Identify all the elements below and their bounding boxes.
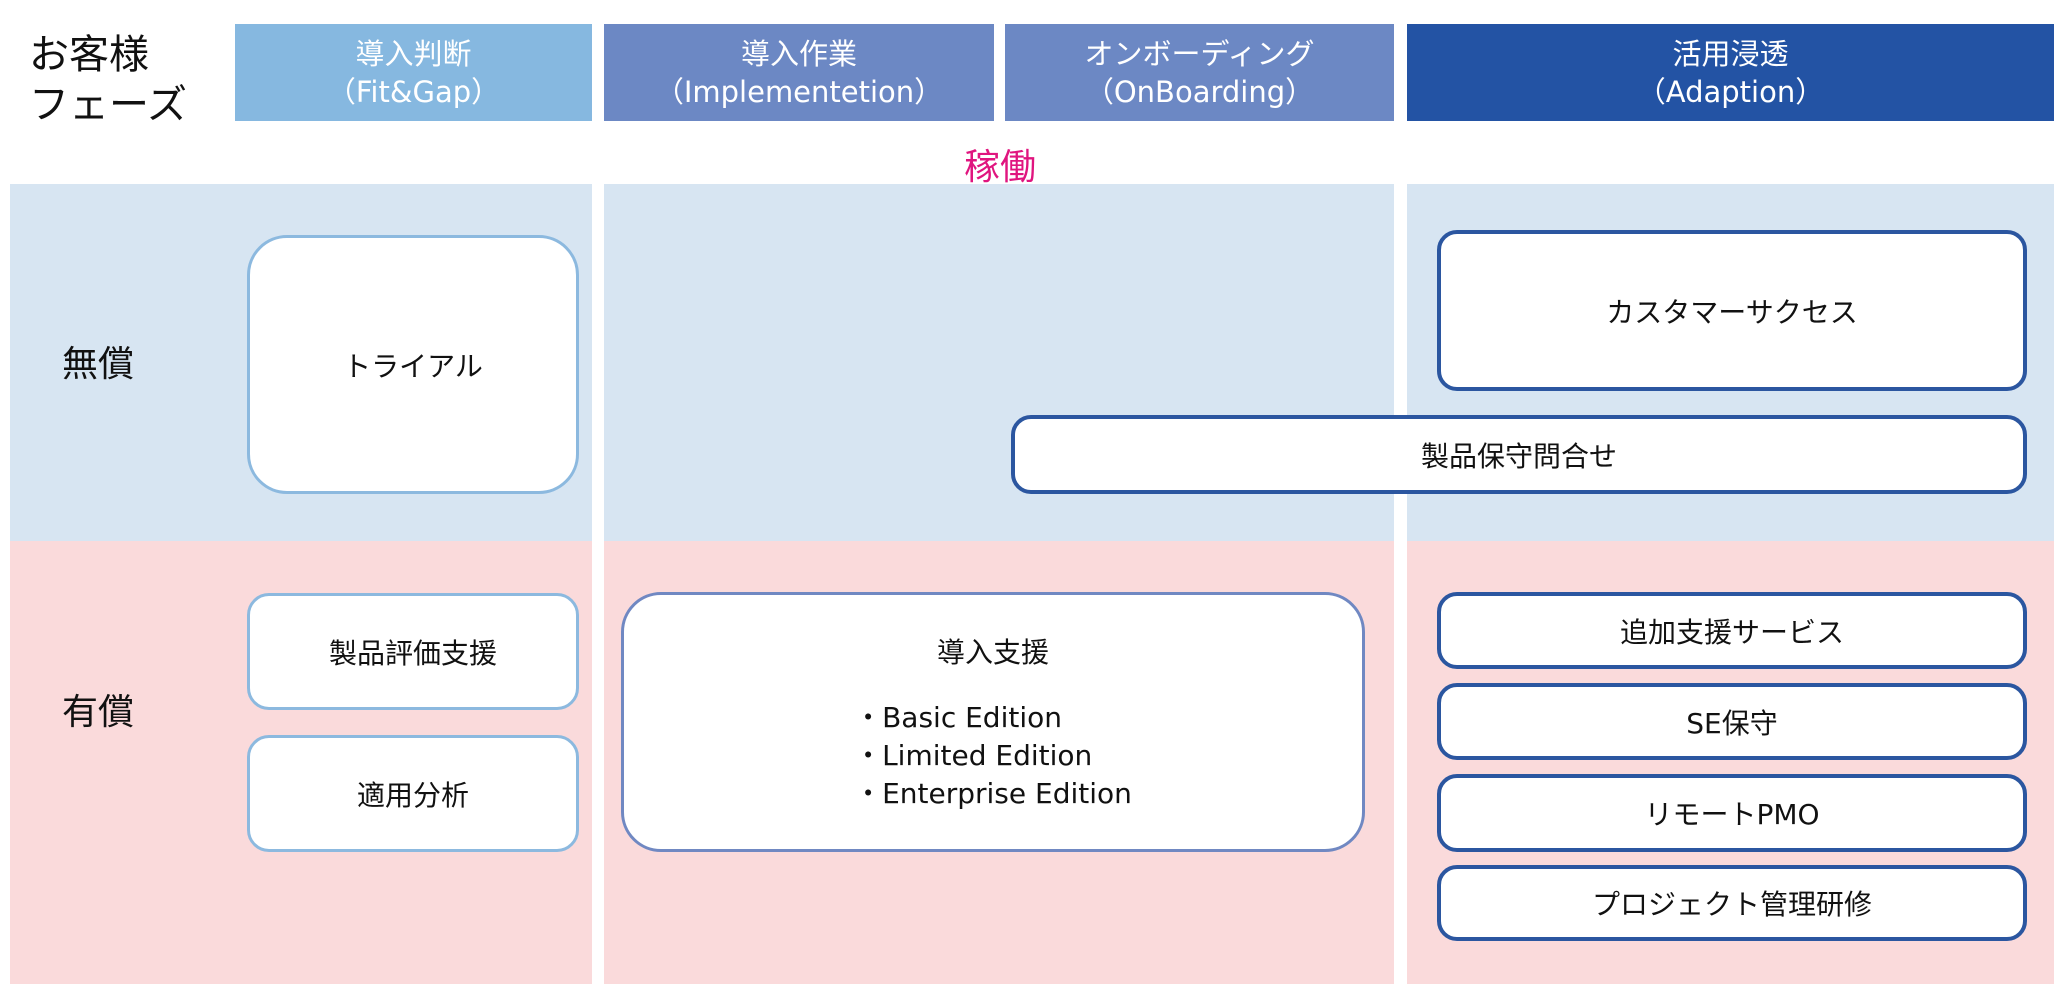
implementation-support-box: 導入支援 ・Basic Edition ・Limited Edition ・En…: [621, 592, 1365, 852]
implementation-title: 導入支援: [936, 636, 1049, 669]
product-support-box: 製品保守問合せ: [1011, 415, 2027, 494]
phase-title: 導入判断: [355, 36, 472, 71]
se-maintenance-box: SE保守: [1437, 683, 2027, 760]
trial-box: トライアル: [247, 235, 579, 494]
phase-label-line: フェーズ: [29, 82, 187, 128]
edition-list: ・Basic Edition ・Limited Edition ・Enterpr…: [854, 699, 1132, 813]
phase-header-implementation: 導入作業 （Implementetion）: [604, 24, 994, 121]
product-evaluation-box: 製品評価支援: [247, 593, 579, 710]
go-live-milestone: 稼働: [963, 147, 1036, 188]
row-label-free: 無償: [62, 344, 135, 385]
pm-training-box: プロジェクト管理研修: [1437, 865, 2027, 941]
phase-title: 導入作業: [740, 36, 857, 71]
edition-item: ・Limited Edition: [854, 739, 1093, 772]
applicability-analysis-box: 適用分析: [247, 735, 579, 852]
customer-phase-label: お客様 フェーズ: [29, 30, 187, 130]
edition-item: ・Basic Edition: [854, 701, 1062, 734]
remote-pmo-box: リモートPMO: [1437, 774, 2027, 852]
edition-item: ・Enterprise Edition: [854, 777, 1132, 810]
additional-support-box: 追加支援サービス: [1437, 592, 2027, 669]
phase-header-onboarding: オンボーディング （OnBoarding）: [1005, 24, 1394, 121]
phase-header-adaption: 活用浸透 （Adaption）: [1407, 24, 2054, 121]
phase-subtitle: （Implementetion）: [654, 74, 944, 109]
phase-label-line: お客様: [29, 32, 149, 78]
customer-success-box: カスタマーサクセス: [1437, 230, 2027, 391]
phase-title: オンボーディング: [1084, 36, 1315, 71]
phase-header-fitgap: 導入判断 （Fit&Gap）: [235, 24, 592, 121]
row-label-paid: 有償: [62, 692, 135, 733]
phase-subtitle: （OnBoarding）: [1084, 74, 1315, 109]
phase-title: 活用浸透: [1672, 36, 1789, 71]
phase-subtitle: （Fit&Gap）: [326, 74, 501, 109]
phase-subtitle: （Adaption）: [1636, 74, 1825, 109]
